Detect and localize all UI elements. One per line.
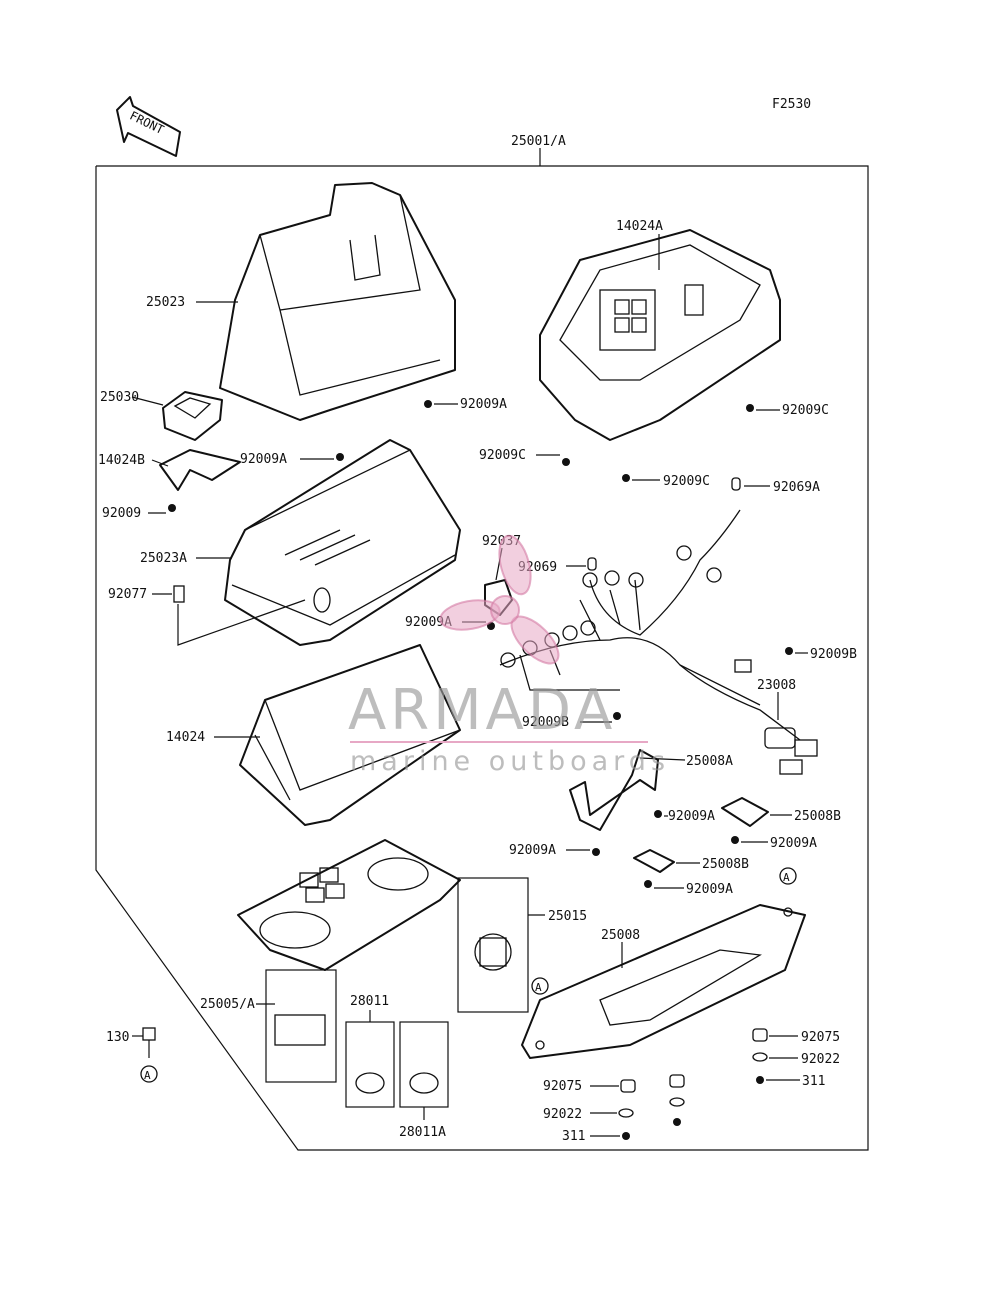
assembly-label: 25001/A [511, 134, 566, 149]
label-25023A: 25023A [140, 551, 187, 566]
part-25030: 25030 [100, 390, 223, 441]
bolt-92009A-5: 92009A [731, 836, 817, 851]
watermark-brand: ARMADA [348, 678, 616, 743]
bolt-130: 130 A [106, 1027, 158, 1083]
label-92009A-5: 92009A [770, 836, 817, 851]
label-25008B-1: 25008B [794, 809, 841, 824]
grommet-92075-2: 92075 [543, 1079, 636, 1094]
label-25005A: 25005/A [200, 997, 255, 1012]
assembly-frame: 25001/A [95, 134, 869, 1151]
gauge-28011A: 28011A [399, 1021, 449, 1140]
label-92009: 92009 [102, 506, 141, 521]
nut-311-1: 311 [756, 1074, 825, 1089]
label-28011A: 28011A [399, 1125, 446, 1140]
label-92009C-2: 92009C [479, 448, 526, 463]
label-92075-1: 92075 [801, 1030, 840, 1045]
ref-a-upper: A [783, 871, 790, 884]
bolt-92009: 92009 [102, 504, 176, 521]
ref-a-130: A [144, 1069, 151, 1082]
label-25008: 25008 [601, 928, 640, 943]
bracket-14024B: 14024B [98, 449, 241, 491]
bolt-92009C-1: 92009C [746, 403, 829, 418]
plate-25008B-2: 25008B [633, 849, 749, 873]
bolt-92009A-7: 92009A [644, 880, 733, 897]
bolt-92009A-4: 92009A [654, 809, 715, 824]
label-92009B-1: 92009B [810, 647, 857, 662]
grommet-stack [669, 1074, 685, 1126]
label-92009A-4: 92009A [668, 809, 715, 824]
label-130: 130 [106, 1030, 129, 1045]
propeller-logo-icon [439, 534, 560, 665]
label-92009C-1: 92009C [782, 403, 829, 418]
bolt-92009A-2: 92009A [240, 452, 344, 467]
bracket-25008A: 25008A [569, 749, 733, 831]
label-311-1: 311 [802, 1074, 825, 1089]
label-25015: 25015 [548, 909, 587, 924]
label-23008: 23008 [757, 678, 796, 693]
label-92009A-1: 92009A [460, 397, 507, 412]
diagram-code: F2530 [772, 97, 811, 112]
upper-housing-25023: 25023 [146, 182, 456, 421]
ref-a-lower: A [535, 981, 542, 994]
label-25030: 25030 [100, 390, 139, 405]
gauge-25005A: 25005/A [200, 969, 337, 1083]
cap-92069A: 92069A [731, 477, 820, 495]
bolt-92009B-2: 92009B [522, 712, 621, 730]
front-arrow-icon: FRONT [116, 96, 181, 157]
label-28011: 28011 [350, 994, 389, 1009]
label-92022-1: 92022 [801, 1052, 840, 1067]
gauge-28011: 28011 [345, 994, 395, 1108]
bolt-92009C-3: 92009C [622, 474, 710, 489]
label-92069A: 92069A [773, 480, 820, 495]
label-92009B-2: 92009B [522, 715, 569, 730]
washer-92022-2: 92022 [543, 1107, 634, 1122]
grommet-92075-1: 92075 [752, 1028, 840, 1045]
washer-92022-1: 92022 [752, 1052, 840, 1067]
label-92075-2: 92075 [543, 1079, 582, 1094]
plate-25008B-1: 25008B [721, 797, 841, 827]
cover-14024: 14024 [166, 644, 461, 826]
bolt-92009B-1: 92009B [785, 647, 857, 662]
label-311-2: 311 [562, 1129, 585, 1144]
label-92009A-7: 92009A [686, 882, 733, 897]
gauge-25015: 25015 [457, 877, 587, 1013]
watermark: ARMADA marine outboards [348, 534, 670, 777]
watermark-tagline: marine outboards [350, 746, 670, 777]
label-92009C-3: 92009C [663, 474, 710, 489]
label-14024: 14024 [166, 730, 205, 745]
label-14024A: 14024A [616, 219, 663, 234]
label-92009A-2: 92009A [240, 452, 287, 467]
label-92022-2: 92022 [543, 1107, 582, 1122]
bolt-92009A-1: 92009A [424, 397, 507, 412]
label-25008A: 25008A [686, 754, 733, 769]
label-92077: 92077 [108, 587, 147, 602]
lower-housing-25023A: 25023A [140, 439, 461, 646]
relay-box-14024A: 14024A [539, 219, 781, 441]
bolt-92009A-6: 92009A [509, 843, 600, 858]
nut-311-2: 311 [562, 1129, 630, 1144]
label-25023: 25023 [146, 295, 185, 310]
mounting-plate-25008: 25008 A A [521, 867, 806, 1059]
part-92077: 92077 [108, 585, 306, 646]
bolt-92009C-2: 92009C [479, 448, 570, 466]
label-92009A-6: 92009A [509, 843, 556, 858]
label-14024B: 14024B [98, 453, 145, 468]
label-25008B-2: 25008B [702, 857, 749, 872]
instrument-panel [237, 839, 461, 971]
